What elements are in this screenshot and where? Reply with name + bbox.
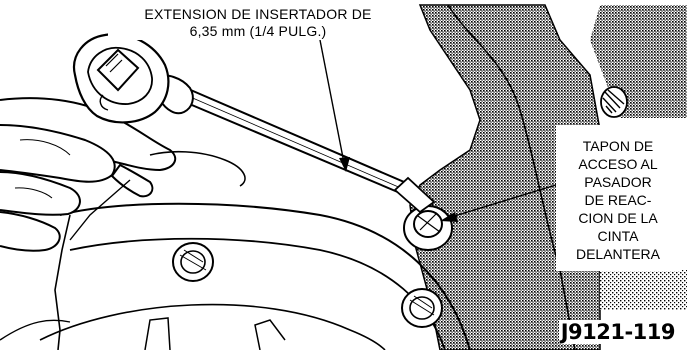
thumb-nail [110, 163, 154, 198]
plug-label-line-1: TAPON DE [582, 138, 654, 154]
tool-label-line-2: 6,35 mm (1/4 PULG.) [189, 23, 327, 39]
tool-label-line-1: EXTENSION DE INSERTADOR DE [144, 6, 372, 22]
plug-leader-line [447, 184, 557, 219]
plug-leader-arrowhead [440, 212, 458, 222]
plug-label-line-5: CION DE LA [578, 210, 658, 226]
plug-label-line-3: PASADOR [584, 174, 652, 190]
plug-label-line-6: CINTA [597, 228, 639, 244]
threaded-plug-top [600, 86, 628, 118]
bell-housing-ring-inner [69, 237, 446, 350]
bell-housing-ring-inner2 [39, 303, 386, 350]
access-plug-boss [403, 205, 453, 251]
plug-label-line-4: DE REAC- [584, 192, 652, 208]
bolt-bottom [401, 288, 443, 328]
extension-tool [72, 32, 436, 214]
bell-housing-ring-outer [59, 202, 471, 350]
housing-flange [0, 319, 71, 341]
bottom-bracket [144, 317, 286, 350]
hand-drawing [0, 97, 246, 252]
tool-leader-line [319, 39, 346, 169]
housing-left-edge [54, 214, 71, 350]
plug-label: TAPON DE ACCESO AL PASADOR DE REAC- CION… [556, 125, 680, 271]
figure-number: J9121-119 [558, 320, 677, 344]
tool-label: EXTENSION DE INSERTADOR DE 6,35 mm (1/4 … [108, 6, 408, 40]
housing-lower-shading [600, 270, 687, 310]
tool-leader-arrowhead [339, 157, 350, 172]
bolt-left [172, 242, 214, 282]
plug-label-line-2: ACCESO AL [578, 156, 658, 172]
housing-edge [447, 4, 576, 350]
plug-label-line-7: DELANTERA [575, 246, 661, 262]
